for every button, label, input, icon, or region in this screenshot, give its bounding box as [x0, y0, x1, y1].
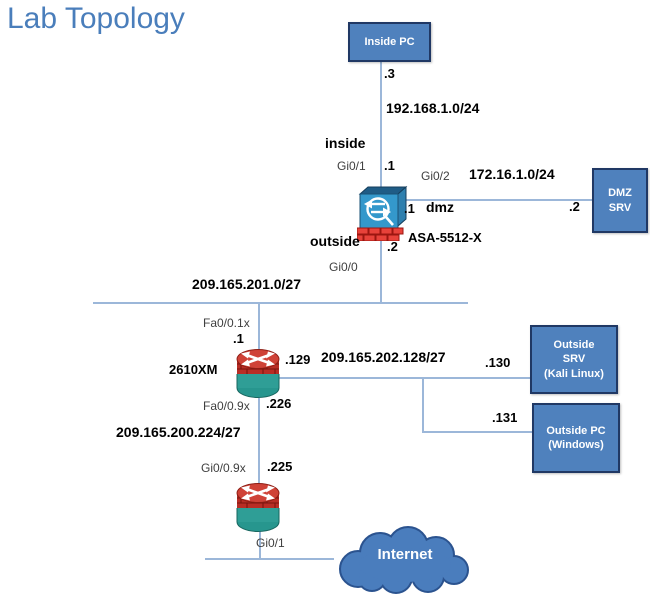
zone-inside: inside — [325, 135, 366, 151]
ip-dmz-srv: .2 — [569, 199, 580, 214]
node-dmz-srv: DMZ SRV — [592, 168, 648, 233]
ip-r2-up: .225 — [267, 459, 293, 474]
interface-asa-gi02: Gi0/2 — [421, 169, 450, 183]
ip-outside-srv: .130 — [485, 355, 511, 370]
interface-r1-up: Fa0/0.1x — [203, 316, 250, 330]
internet-cloud-icon — [330, 523, 480, 595]
zone-outside: outside — [310, 233, 360, 249]
interface-r2-down: Gi0/1 — [256, 536, 285, 550]
ip-r1-up: .1 — [233, 331, 244, 346]
segment-outside-net — [93, 302, 468, 304]
node-outside-srv-label: Outside SRV (Kali Linux) — [544, 339, 604, 380]
link-r1-r2 — [258, 398, 260, 486]
ip-r1-right: .129 — [285, 352, 311, 367]
ip-asa-dmz: .1 — [404, 201, 415, 216]
page-title: Lab Topology — [7, 2, 185, 35]
branch-outside-pc-v — [422, 377, 424, 433]
ip-inside-pc: .3 — [384, 66, 395, 81]
network-outside-lan: 209.165.202.128/27 — [321, 349, 446, 365]
node-outside-pc: Outside PC (Windows) — [532, 403, 620, 473]
interface-r2-up: Gi0/0.9x — [201, 461, 246, 475]
network-transit: 209.165.200.224/27 — [116, 424, 241, 440]
link-r2-internet-h — [205, 558, 334, 560]
network-inside: 192.168.1.0/24 — [386, 100, 480, 116]
interface-asa-gi00: Gi0/0 — [329, 260, 358, 274]
node-inside-pc: Inside PC — [348, 22, 431, 62]
interface-asa-gi01: Gi0/1 — [337, 159, 366, 173]
interface-r1-down: Fa0/0.9x — [203, 399, 250, 413]
link-asa-dmzsrv — [402, 199, 592, 201]
ip-asa-inside: .1 — [384, 158, 395, 173]
device-asa-name: ASA-5512-X — [408, 230, 482, 245]
router2-icon — [229, 482, 287, 534]
network-dmz: 172.16.1.0/24 — [469, 166, 555, 182]
link-r1-outside-srv — [277, 377, 530, 379]
router1-icon — [229, 348, 287, 400]
zone-dmz: dmz — [426, 199, 454, 215]
ip-asa-outside: .2 — [387, 239, 398, 254]
node-outside-srv: Outside SRV (Kali Linux) — [530, 325, 618, 394]
link-r2-internet-v — [259, 530, 261, 559]
node-inside-pc-label: Inside PC — [364, 35, 415, 48]
asa-firewall-icon — [356, 185, 409, 242]
ip-r1-down: .226 — [266, 396, 292, 411]
link-asa-outside-net — [380, 236, 382, 303]
device-router1-name: 2610XM — [169, 362, 218, 377]
internet-label: Internet — [377, 546, 433, 563]
link-outside-net-r1 — [258, 303, 260, 353]
node-dmz-srv-label: DMZ SRV — [608, 187, 632, 214]
network-outside: 209.165.201.0/27 — [192, 276, 301, 292]
branch-outside-pc-h — [422, 431, 532, 433]
ip-outside-pc: .131 — [492, 410, 518, 425]
link-insidepc-asa — [380, 62, 382, 192]
node-outside-pc-label: Outside PC (Windows) — [546, 424, 606, 451]
